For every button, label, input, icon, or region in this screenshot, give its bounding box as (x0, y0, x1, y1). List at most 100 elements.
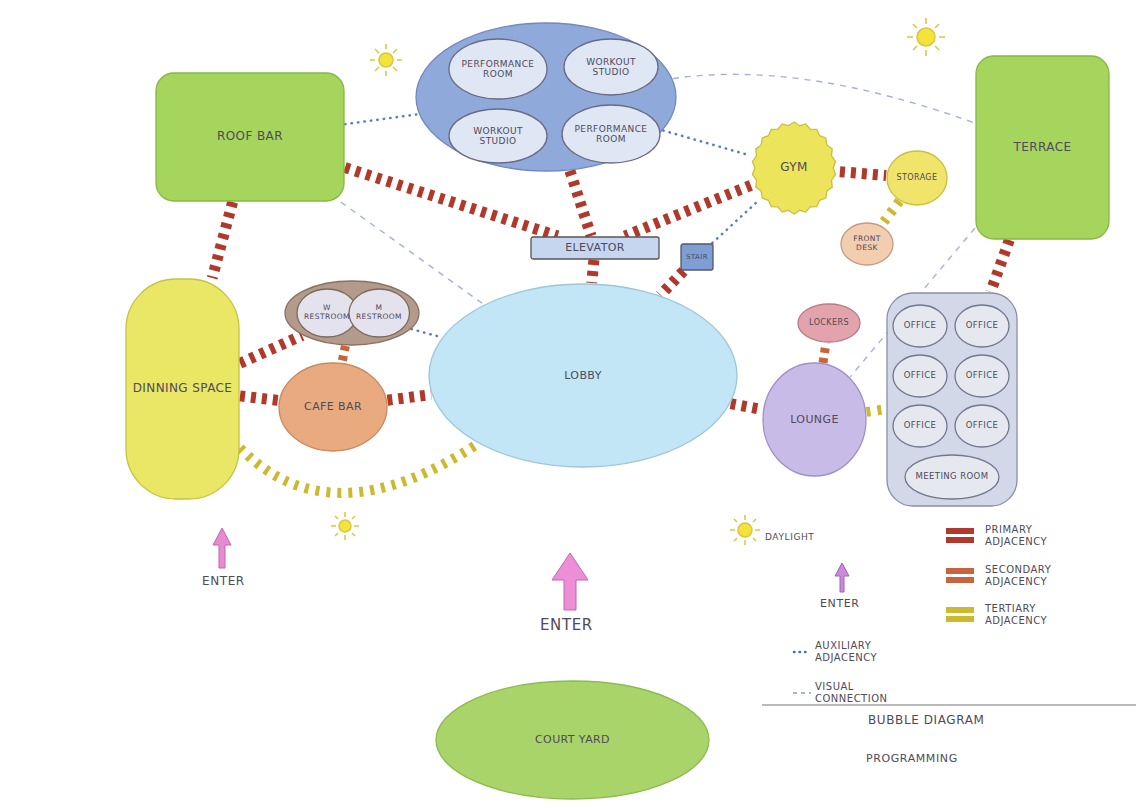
node-label: ROOF BAR (165, 130, 336, 144)
office-bubble: OFFICE (892, 404, 948, 448)
room-bubble: WORKOUT STUDIO (563, 38, 659, 96)
office-bubble: OFFICE (954, 404, 1010, 448)
node-label: DINNING SPACE (131, 382, 234, 396)
adjacency-line (240, 335, 302, 363)
stair-box: STAIR (680, 243, 714, 271)
cafe-bar-bubble: CAFE BAR (278, 362, 388, 452)
annotation-label: ENTER (820, 597, 860, 610)
bubble-fill (126, 279, 239, 499)
office-bubble: OFFICE (954, 354, 1010, 398)
adjacency-line (731, 404, 763, 410)
node-label: LOCKERS (804, 318, 855, 327)
node-label: CAFE BAR (289, 401, 377, 414)
text-block: PERFORMANCE ROOM (458, 59, 538, 80)
adjacency-line (387, 395, 431, 401)
text-block: PERFORMANCE ROOM (571, 124, 651, 145)
text-block: WORKOUT STUDIO (573, 57, 649, 78)
bubble-fill (763, 363, 866, 476)
node-label: OFFICE (898, 371, 942, 381)
node-label: OFFICE (960, 371, 1004, 381)
node-label: STAIR (682, 253, 712, 261)
legend-sample (792, 688, 812, 698)
terrace-box: TERRACE (975, 55, 1110, 240)
node-label: PERFORMANCE ROOM (458, 59, 538, 80)
restroom-bubble: W RESTROOM (296, 288, 358, 338)
text-block: OFFICE (898, 421, 942, 431)
adjacency-line (867, 409, 887, 412)
gym-bubble: GYM (748, 118, 840, 218)
legend-swatch (946, 568, 974, 574)
bubble-fill (429, 284, 737, 467)
text-block: LOUNGE (773, 413, 857, 426)
node-label: FRONT DESK (846, 235, 889, 252)
adjacency-line (663, 131, 749, 156)
room-bubble: PERFORMANCE ROOM (448, 38, 548, 100)
office-bubble: OFFICE (892, 304, 948, 348)
text-block: STORAGE (893, 173, 942, 182)
node-label: OFFICE (898, 321, 942, 331)
bubble-fill (955, 305, 1009, 347)
text-block: OFFICE (898, 371, 942, 381)
node-label: LOBBY (459, 369, 707, 382)
adjacency-line (823, 343, 826, 363)
node-label: STORAGE (893, 173, 942, 182)
adjacency-line (411, 329, 441, 337)
text-block: MEETING ROOM (914, 472, 990, 482)
enter-arrow (835, 563, 849, 592)
legend-swatch (946, 528, 974, 534)
bubble-fill (285, 281, 419, 345)
text-block: OFFICE (898, 321, 942, 331)
text-block: COURT YARD (463, 734, 683, 747)
bubble-fill (564, 39, 658, 95)
lobby-bubble: LOBBY (428, 283, 738, 468)
bubble-fill (436, 681, 709, 799)
text-block: WORKOUT STUDIO (458, 126, 538, 147)
annotation-label: ENTER (202, 574, 245, 588)
bubble-fill (531, 237, 659, 259)
text-block: TERRACE (982, 141, 1103, 155)
performance-cluster: PERFORMANCE ROOM WORKOUT STUDIO WORKOUT ST… (415, 22, 677, 172)
office-cluster: OFFICE OFFICE OFFICE OFFICE OFFICE OFFICE MEET… (886, 292, 1018, 507)
bubble-fill (841, 223, 893, 265)
front-desk-bubble: FRONT DESK (840, 222, 894, 266)
bubble-fill (955, 405, 1009, 447)
bubble-fill (905, 455, 999, 499)
bubble-fill (562, 105, 660, 163)
adjacency-line (240, 444, 478, 493)
adjacency-line (991, 240, 1010, 292)
bubble-fill (893, 355, 947, 397)
node-label: COURT YARD (463, 734, 683, 747)
legend-sample (792, 647, 812, 657)
legend-rule (762, 705, 1136, 706)
bubble-fill (449, 109, 547, 163)
elevator-box: ELEVATOR (530, 236, 660, 260)
sun-symbol (370, 44, 402, 76)
adjacency-line (660, 271, 683, 295)
text-block: DINNING SPACE (131, 382, 234, 396)
bubble-fill (681, 244, 713, 270)
lounge-bubble: LOUNGE (762, 362, 867, 477)
adjacency-line (570, 171, 591, 236)
adjacency-line (625, 185, 751, 236)
bubble-fill (893, 305, 947, 347)
text-block: OFFICE (960, 371, 1004, 381)
lockers-bubble: LOCKERS (797, 303, 861, 343)
bubble-fill (798, 304, 860, 342)
node-label: WORKOUT STUDIO (458, 126, 538, 147)
bubble-fill (349, 289, 409, 337)
node-label: OFFICE (960, 321, 1004, 331)
restroom-cluster: W RESTROOMM RESTROOM (284, 280, 420, 346)
legend-text: PRIMARY ADJACENCY (985, 524, 1083, 548)
bubble-fill (279, 363, 387, 451)
adjacency-line (881, 201, 899, 225)
bubble-fill (752, 122, 835, 214)
sun-symbol (730, 515, 760, 545)
node-label: W RESTROOM (302, 304, 351, 321)
bubble-fill (156, 73, 344, 201)
office-bubble: OFFICE (892, 354, 948, 398)
annotation-label: DAYLIGHT (765, 532, 814, 542)
legend-swatch (946, 607, 974, 613)
roof-bar-box: ROOF BAR (155, 72, 345, 202)
adjacency-line (673, 74, 975, 123)
